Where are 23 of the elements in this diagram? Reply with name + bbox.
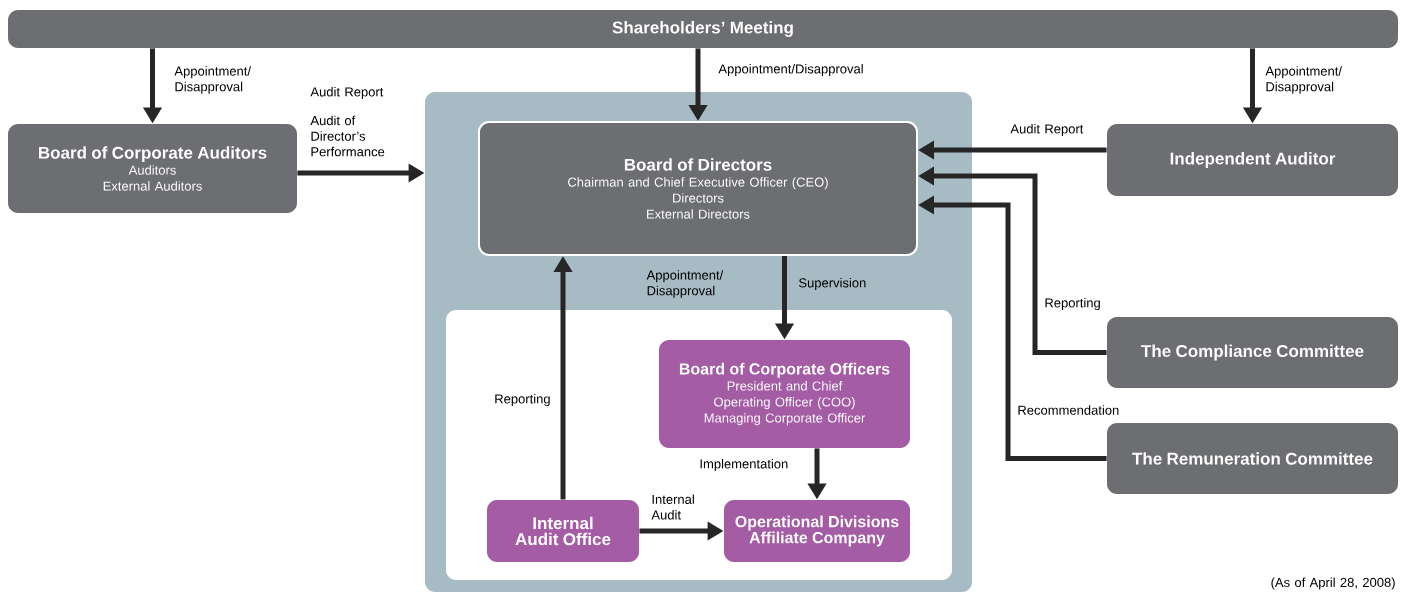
edge-label: Audit of Director’s Performance (310, 115, 385, 157)
edge-label: Internal Audit (651, 494, 694, 520)
org-box: Board of Corporate Auditors Auditors External Auditors (8, 124, 297, 213)
note-text: (As of April 28, 2008) (1271, 577, 1395, 590)
org-box: Operational Divisions Affiliate Company (724, 500, 910, 562)
edge-label: Reporting (495, 393, 550, 407)
title-band: Shareholders’ Meeting (8, 10, 1398, 48)
edge-label: Recommendation (1018, 405, 1119, 415)
org-box: The Compliance Committee (1107, 317, 1398, 388)
edge-label: Audit Report (1010, 123, 1084, 137)
edge-label: Appointment/ Disapproval (174, 66, 251, 94)
org-box: Board of Corporate Officers President and Chief Operating Officer (COO) Managing Corporate Officer (659, 340, 910, 448)
org-box: Internal Audit Office (487, 500, 639, 562)
org-box: The Remuneration Committee (1107, 423, 1398, 494)
edge-label: Implementation (700, 458, 788, 472)
edge-label: Appointment/Disapproval (718, 63, 863, 77)
org-box: Independent Auditor (1107, 124, 1398, 196)
edge-label: Appointment/ Disapproval (1265, 66, 1342, 94)
org-box: Board of Directors Chairman and Chief Executive Officer (CEO) Directors External Directors (478, 121, 918, 256)
edge-label: Reporting (1045, 297, 1100, 311)
edge-label: Supervision (799, 277, 866, 291)
note-text: Appointment/ Disapproval (646, 270, 724, 298)
note-text: Audit Report (310, 86, 384, 100)
